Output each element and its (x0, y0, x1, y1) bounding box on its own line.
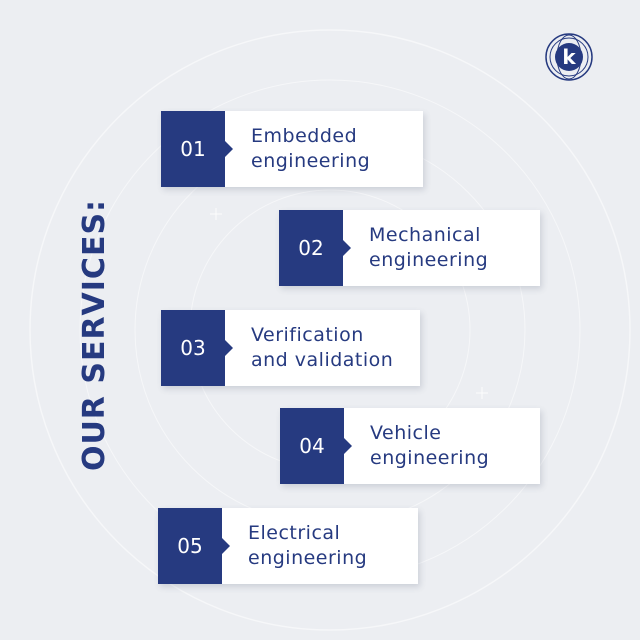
service-label: Mechanical engineering (369, 210, 530, 286)
service-label-line2: and validation (251, 349, 394, 371)
service-number: 03 (161, 310, 233, 386)
service-label-line2: engineering (370, 447, 490, 469)
page-heading: OUR SERVICES: (77, 198, 112, 472)
service-card-03: 03 Verification and validation (161, 310, 420, 386)
service-label: Verification and validation (251, 310, 410, 386)
service-label-line1: Electrical (248, 522, 341, 544)
service-label-line1: Mechanical (369, 224, 481, 246)
service-label-line1: Embedded (251, 125, 358, 147)
service-label: Embedded engineering (251, 111, 413, 187)
service-number: 02 (279, 210, 351, 286)
service-label-line1: Verification (251, 324, 364, 346)
service-label: Vehicle engineering (370, 408, 530, 484)
service-label-line2: engineering (369, 249, 489, 271)
service-card-02: 02 Mechanical engineering (279, 210, 540, 286)
service-card-04: 04 Vehicle engineering (280, 408, 540, 484)
service-number: 01 (161, 111, 233, 187)
service-card-05: 05 Electrical engineering (158, 508, 418, 584)
service-label-line2: engineering (251, 150, 371, 172)
service-card-01: 01 Embedded engineering (161, 111, 423, 187)
service-label: Electrical engineering (248, 508, 408, 584)
service-number: 04 (280, 408, 352, 484)
service-label-line1: Vehicle (370, 422, 442, 444)
service-label-line2: engineering (248, 547, 368, 569)
globe-k-logo-icon: k (545, 33, 593, 81)
service-number: 05 (158, 508, 230, 584)
logo-letter: k (562, 45, 576, 69)
